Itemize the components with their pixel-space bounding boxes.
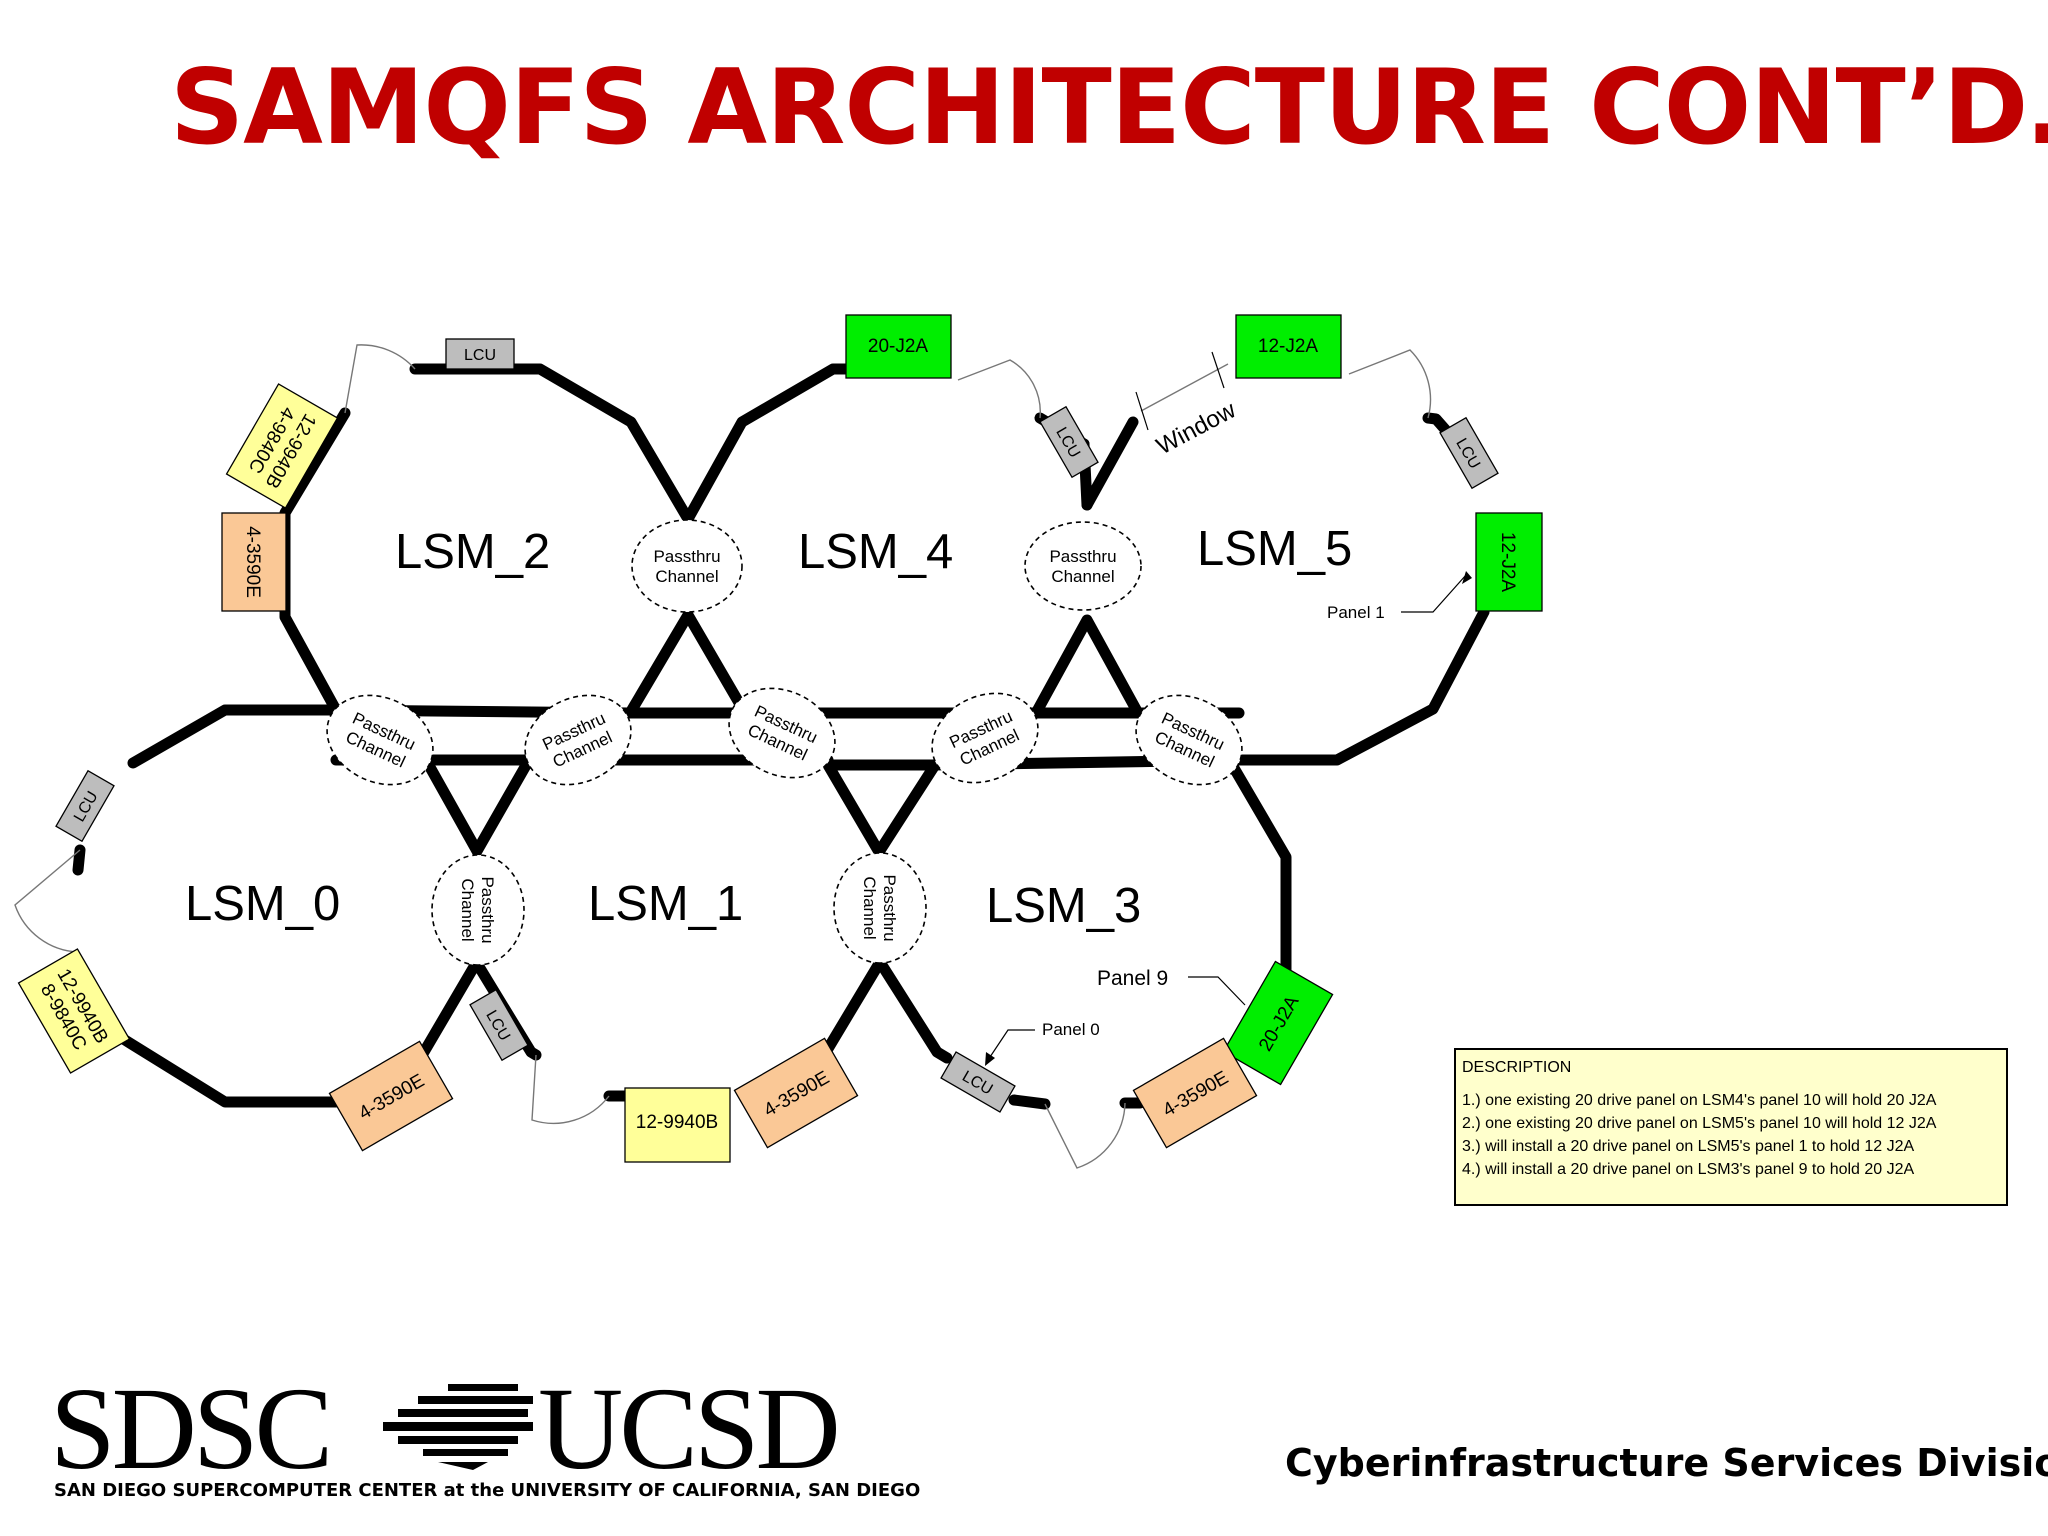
passthru-channel-lsm4-lsm5: Passthru Channel xyxy=(1024,521,1142,611)
lsm-0-label: LSM_0 xyxy=(185,877,340,931)
passthru-channel-lsm2-lsm4: Passthru Channel xyxy=(631,519,743,613)
drive-panel-lsm5-12-j2a-top: 12-J2A xyxy=(1235,314,1342,379)
door-arcs xyxy=(14,344,1432,1169)
svg-text:Panel 0: Panel 0 xyxy=(1042,1020,1100,1039)
svg-text:Channel: Channel xyxy=(860,876,879,939)
lsm-3-label: LSM_3 xyxy=(986,879,1141,933)
passthru-channel-lsm3-lsm4: Passthru Channel xyxy=(931,692,1039,784)
passthru-channel-lsm1-lsm3: Passthru Channel xyxy=(833,852,927,964)
drive-panel-lsm2-9940b-9840c: 12-9940B 4-9840C xyxy=(225,383,339,509)
svg-text:Panel 9: Panel 9 xyxy=(1097,967,1168,990)
lsm-4-label: LSM_4 xyxy=(798,525,953,579)
drive-panel-lsm4-20-j2a: 20-J2A xyxy=(845,314,952,379)
svg-text:LCU: LCU xyxy=(464,347,496,364)
description-item: 4.) will install a 20 drive panel on LSM… xyxy=(1462,1161,1915,1178)
svg-text:12-J2A: 12-J2A xyxy=(1497,532,1518,593)
passthru-channel-lsm0-lsm2: Passthru Channel xyxy=(326,694,434,786)
lsm-1-label: LSM_1 xyxy=(588,877,743,931)
svg-text:12-9940B: 12-9940B xyxy=(636,1112,718,1133)
description-item: 1.) one existing 20 drive panel on LSM4'… xyxy=(1462,1092,1937,1109)
drive-panel-lsm0-9940b-9840c: 12-9940B 8-9840C xyxy=(17,948,131,1074)
ucsd-logo-text: UCSD xyxy=(538,1363,841,1494)
passthru-channel-lsm1-lsm4: Passthru Channel xyxy=(728,687,836,779)
panel-9-callout: Panel 9 xyxy=(1097,967,1246,1006)
sdsc-logo-text: SDSC xyxy=(50,1363,333,1494)
description-heading: DESCRIPTION xyxy=(1462,1059,1572,1076)
description-item: 2.) one existing 20 drive panel on LSM5'… xyxy=(1462,1115,1937,1132)
svg-text:Panel 1: Panel 1 xyxy=(1327,603,1385,622)
lcu-lsm0: LCU xyxy=(55,769,115,843)
svg-text:Channel: Channel xyxy=(458,878,477,941)
lsm-0-ring xyxy=(72,704,346,1108)
svg-text:Passthru: Passthru xyxy=(880,874,899,941)
lcu-lsm3: LCU xyxy=(940,1051,1016,1113)
passthru-channel-lsm1-lsm2: Passthru Channel xyxy=(524,694,632,786)
svg-text:Passthru: Passthru xyxy=(653,547,720,566)
drive-panel-lsm1-12-9940b: 12-9940B xyxy=(624,1087,731,1163)
drive-panel-lsm3-20-j2a: 20-J2A xyxy=(1222,960,1334,1086)
drive-panel-lsm5-12-j2a-right: 12-J2A xyxy=(1475,512,1543,612)
svg-text:4-3590E: 4-3590E xyxy=(242,526,263,598)
lsm-1-ring xyxy=(415,959,631,1102)
lcu-lsm4: LCU xyxy=(1039,405,1099,479)
division-name: Cyberinfrastructure Services Division xyxy=(1285,1441,2048,1485)
drive-panel-lsm3-4-3590e: 4-3590E xyxy=(1132,1037,1258,1149)
sdsc-ucsd-emblem-icon xyxy=(383,1384,533,1470)
svg-text:Passthru: Passthru xyxy=(1049,547,1116,566)
svg-text:Channel: Channel xyxy=(655,567,718,586)
lsm-4-ring xyxy=(682,363,1093,525)
lcu-lsm2-top: LCU xyxy=(445,338,515,370)
svg-text:20-J2A: 20-J2A xyxy=(868,336,929,357)
panel-1-callout: Panel 1 xyxy=(1327,571,1472,622)
drive-panel-lsm0-4-3590e: 4-3590E xyxy=(328,1040,454,1152)
drive-panel-lsm2-4-3590e: 4-3590E xyxy=(221,512,287,612)
svg-text:Channel: Channel xyxy=(1051,567,1114,586)
lcu-lsm5: LCU xyxy=(1439,416,1499,490)
slide-title: SAMQFS ARCHITECTURE CONT’D… xyxy=(170,48,2048,168)
description-item: 3.) will install a 20 drive panel on LSM… xyxy=(1462,1138,1915,1155)
logo-caption: SAN DIEGO SUPERCOMPUTER CENTER at the UN… xyxy=(54,1480,921,1501)
lsm-5-label: LSM_5 xyxy=(1197,522,1352,576)
svg-text:Window: Window xyxy=(1152,396,1241,460)
drive-panel-lsm1-4-3590e: 4-3590E xyxy=(733,1037,859,1149)
lsm-2-label: LSM_2 xyxy=(395,525,550,579)
svg-text:12-J2A: 12-J2A xyxy=(1258,336,1319,357)
panel-0-callout: Panel 0 xyxy=(985,1020,1100,1066)
svg-text:Passthru: Passthru xyxy=(478,876,497,943)
passthru-channel-lsm3-lsm5: Passthru Channel xyxy=(1135,694,1243,786)
description-box: DESCRIPTION 1.) one existing 20 drive pa… xyxy=(1454,1048,2008,1206)
passthru-channel-lsm0-lsm1: Passthru Channel xyxy=(431,854,525,966)
window-callout: Window xyxy=(1135,351,1241,460)
